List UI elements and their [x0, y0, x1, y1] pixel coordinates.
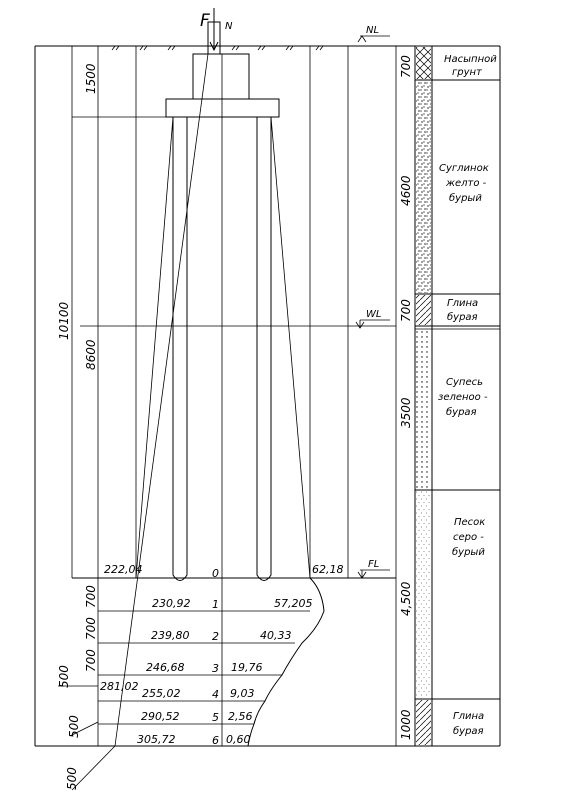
soil-fill-4 [416, 330, 431, 489]
layer-name-1b: грунт [452, 67, 483, 78]
layer-name-1a: Насыпной [444, 54, 497, 65]
layer-name-4a: Супесь [446, 377, 483, 388]
soil-names: Насыпной грунт Суглинок желто - бурый Гл… [438, 54, 497, 737]
point-index-4: 4 [212, 688, 219, 701]
layer-name-5a: Песок [454, 517, 485, 528]
dim-step-1: 700 [84, 585, 98, 608]
point-index-2: 2 [212, 630, 219, 643]
left-value-1: 230,92 [152, 597, 191, 610]
soil-log [416, 47, 431, 745]
point-index-5: 5 [212, 711, 219, 724]
pile-left [172, 117, 188, 581]
layer-name-3a: Глина [447, 298, 478, 309]
dim-upper: 1500 [84, 63, 98, 94]
left-value-3: 246,68 [146, 661, 185, 674]
pile-cap [165, 98, 280, 118]
right-value-4: 9,03 [230, 687, 255, 700]
soil-fill-6 [416, 700, 431, 745]
layer-thickness-4: 3500 [399, 397, 413, 428]
layer-thickness-3: 700 [399, 299, 413, 322]
dim-side-c: 500 [65, 767, 79, 790]
boundary-value: 281,02 [100, 680, 139, 693]
point-index-1: 1 [212, 598, 219, 611]
dimensions: 10100 1500 8600 700 700 700 500 500 500 [57, 63, 99, 790]
layer-name-2a: Суглинок [439, 163, 489, 174]
layer-name-6a: Глина [453, 711, 484, 722]
layer-name-4b: зеленоо - [438, 392, 488, 403]
foundation: F N [71, 8, 311, 791]
level-nl-label: NL [366, 25, 379, 36]
left-value-4: 255,02 [142, 687, 181, 700]
dim-side-a: 500 [57, 665, 71, 688]
layer-thickness-6: 1000 [399, 709, 413, 740]
load-force-subscript: N [225, 21, 233, 32]
level-fl: FL [357, 559, 390, 579]
soil-fill-2 [416, 81, 431, 293]
dim-step-2: 700 [84, 617, 98, 640]
dim-total: 10100 [57, 301, 71, 340]
right-value-5: 2,56 [228, 710, 253, 723]
soil-fill-3 [416, 295, 431, 325]
load-force-label: F [200, 11, 210, 31]
layer-name-5c: бурый [452, 546, 485, 558]
right-value-6: 0,60 [226, 733, 251, 746]
point-index-3: 3 [212, 662, 219, 675]
dim-step-3: 700 [84, 649, 98, 672]
left-value-0: 222,04 [104, 563, 143, 576]
grid-lines [71, 46, 397, 747]
ground-hatch [111, 45, 324, 51]
dim-side-b: 500 [67, 715, 81, 738]
layer-name-6b: бурая [453, 725, 484, 737]
layer-thickness-1: 700 [399, 55, 413, 78]
layer-thickness: 700 4600 700 3500 4,500 1000 [399, 55, 413, 740]
layer-name-2b: желто - [445, 178, 487, 189]
stress-epure [247, 577, 325, 747]
left-value-5: 290,52 [141, 710, 180, 723]
calc-points: 222,04 0 62,18 230,92 1 57,205 239,80 2 … [100, 563, 344, 747]
layer-name-5b: серо - [453, 532, 484, 543]
pile-right [256, 117, 272, 581]
right-value-3: 19,76 [231, 661, 263, 674]
layer-thickness-5: 4,500 [399, 581, 413, 616]
right-value-2: 40,33 [260, 629, 292, 642]
soil-fill-5 [416, 491, 431, 698]
right-value-1: 57,205 [274, 597, 313, 610]
layer-name-2c: бурый [449, 192, 482, 204]
level-nl: NL [357, 25, 390, 43]
point-index-0: 0 [212, 567, 219, 580]
point-index-6: 6 [212, 734, 219, 747]
pedestal [192, 53, 250, 100]
layer-thickness-2: 4600 [399, 175, 413, 206]
level-fl-label: FL [368, 559, 379, 570]
layer-name-4c: бурая [446, 406, 477, 418]
dim-pile: 8600 [84, 339, 98, 370]
layer-name-3b: бурая [447, 311, 478, 323]
right-value-0: 62,18 [312, 563, 344, 576]
left-value-2: 239,80 [151, 629, 190, 642]
left-value-6: 305,72 [137, 733, 176, 746]
level-wl-label: WL [366, 309, 381, 320]
soil-fill-1 [416, 47, 431, 79]
level-wl: WL [355, 309, 390, 329]
